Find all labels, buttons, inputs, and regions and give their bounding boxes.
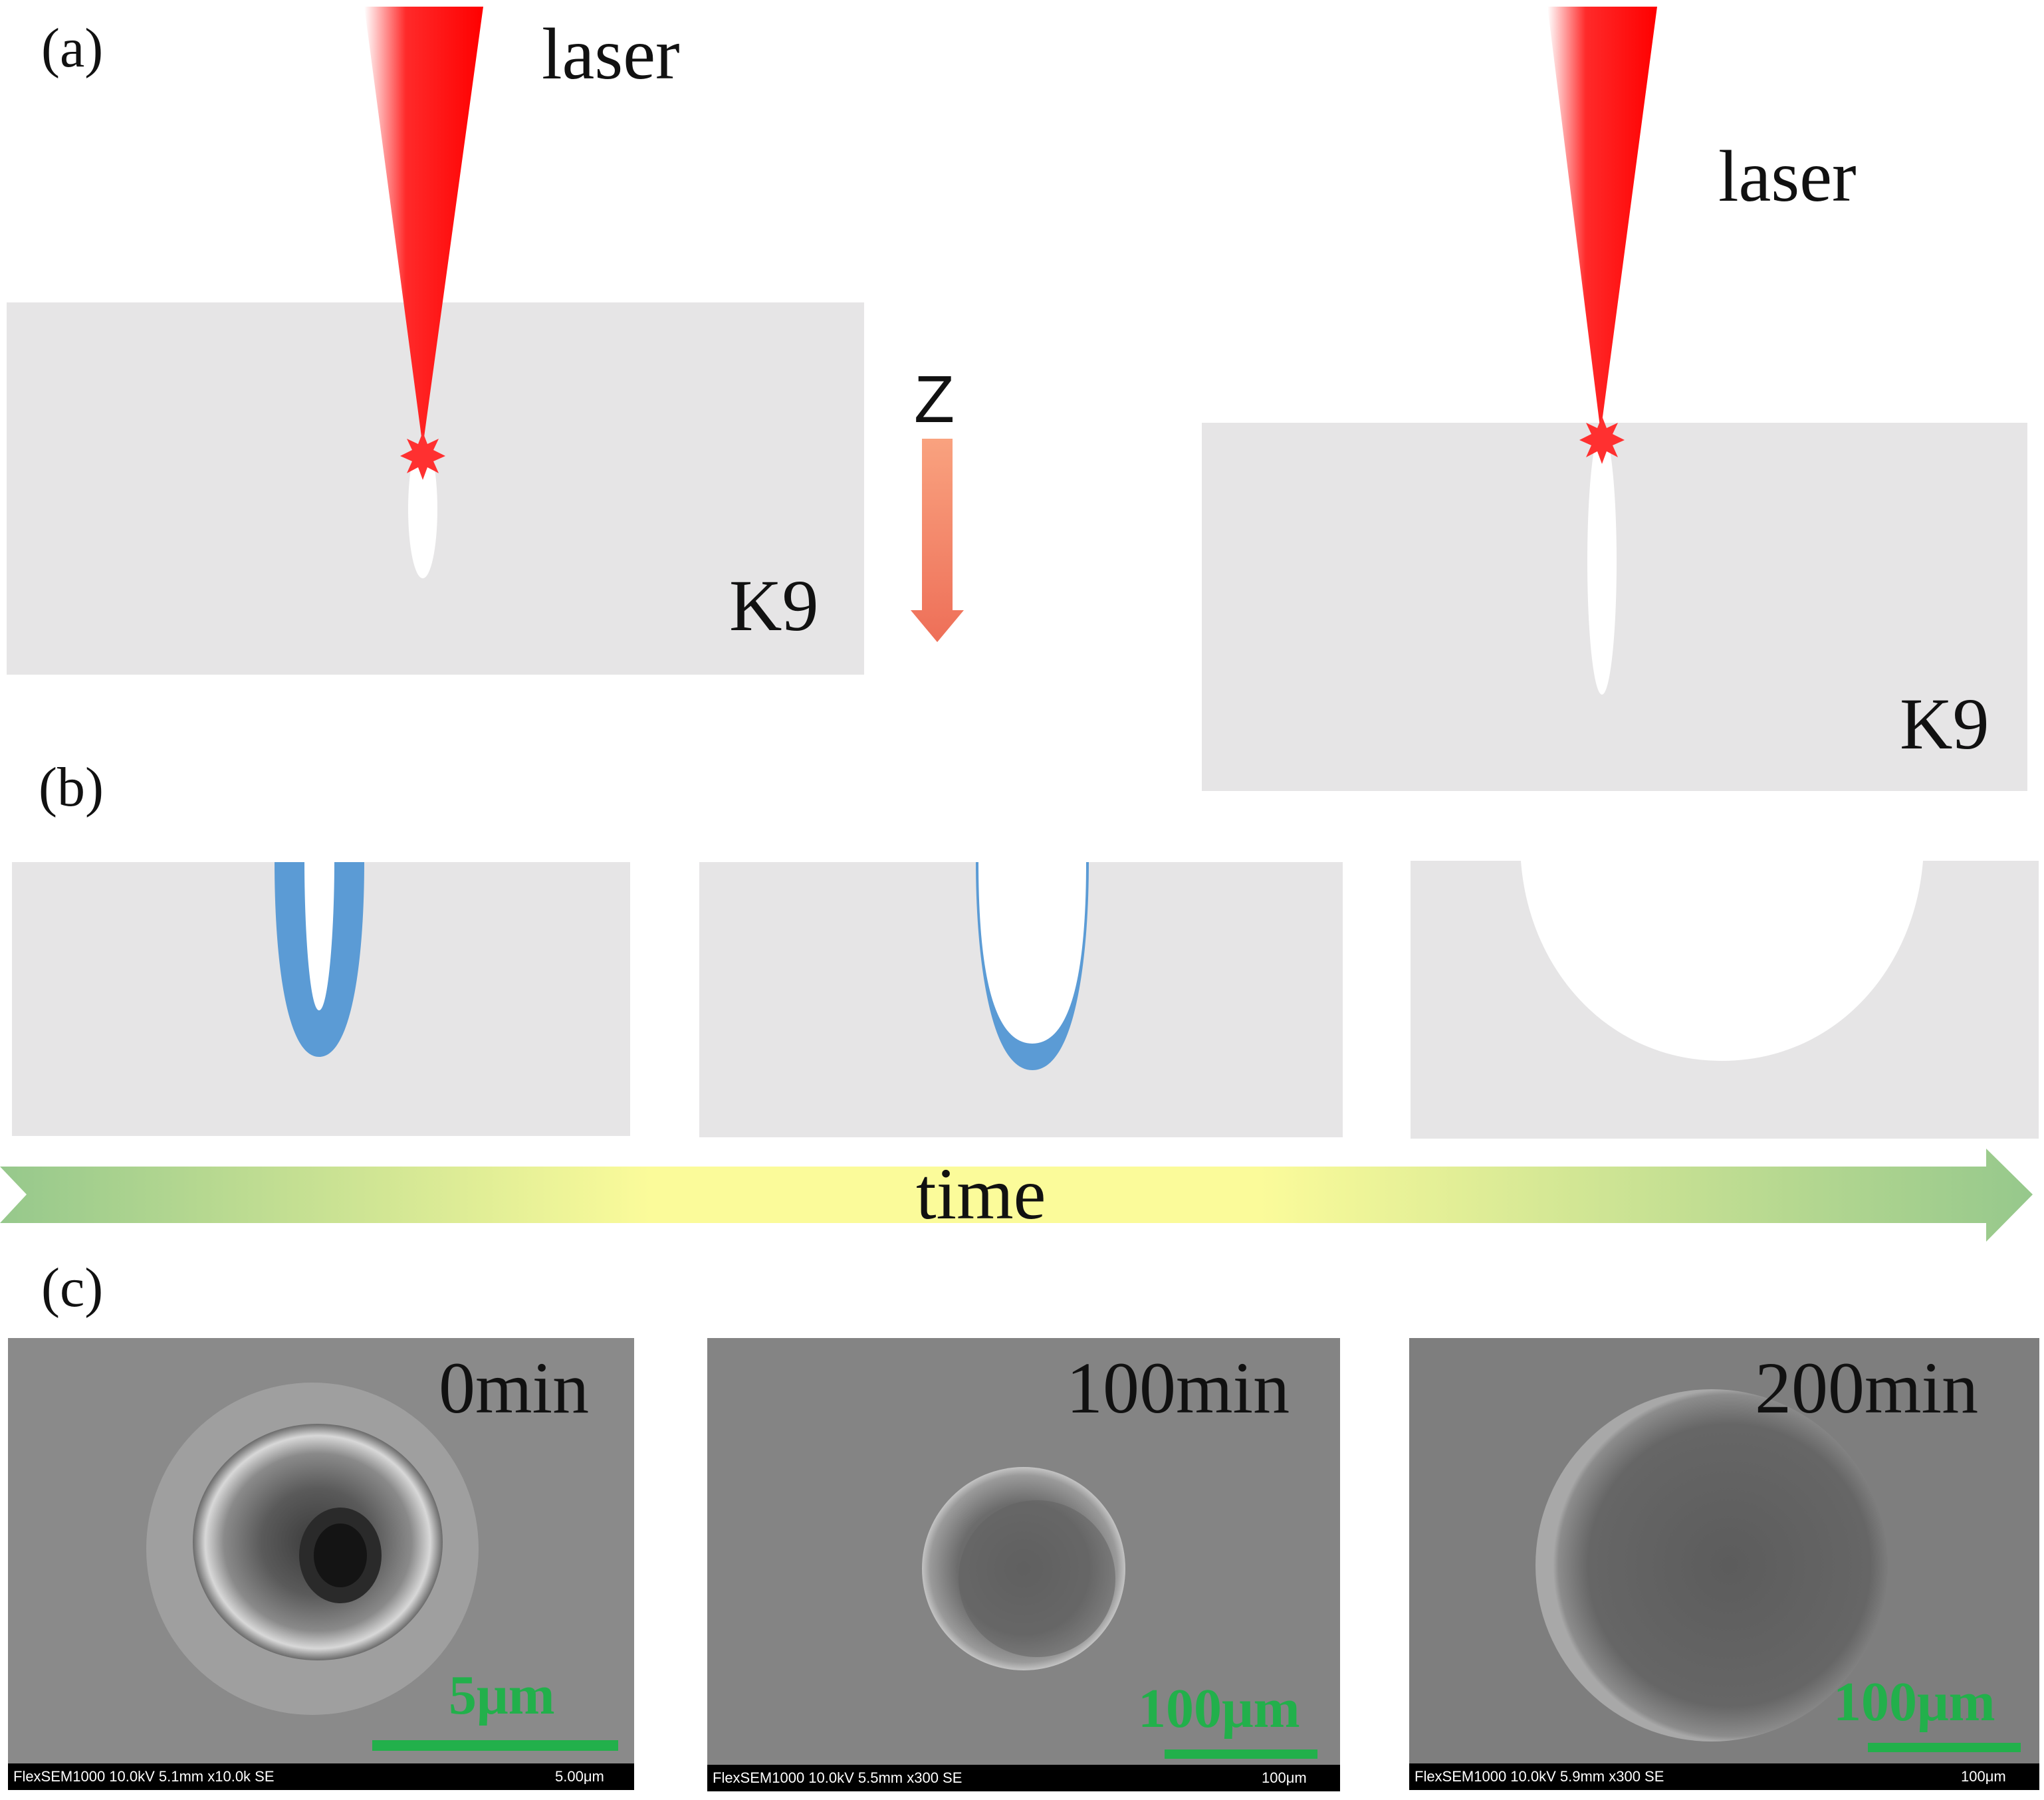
sem-100min-time: 100min bbox=[1066, 1347, 1290, 1428]
material-label-left: K9 bbox=[729, 565, 818, 646]
sem-200min-time: 200min bbox=[1755, 1347, 1978, 1428]
sem-100min-footer-scale: 100μm bbox=[1262, 1769, 1307, 1786]
sem-100min-scale-bar bbox=[1165, 1749, 1317, 1759]
sem-image-100min bbox=[707, 1338, 1340, 1791]
z-axis-label: Z bbox=[914, 362, 955, 437]
sem-0min-scale-label: 5μm bbox=[449, 1664, 555, 1726]
time-label: time bbox=[916, 1153, 1046, 1234]
sem-image-200min bbox=[1409, 1338, 2039, 1790]
sem-0min-footer-scale: 5.00μm bbox=[555, 1768, 604, 1785]
sem-0min-time: 0min bbox=[439, 1347, 589, 1428]
sem-200min-scale-label: 100μm bbox=[1833, 1671, 1995, 1733]
sem-0min-footer: FlexSEM1000 10.0kV 5.1mm x10.0k SE bbox=[13, 1768, 275, 1785]
modified-channel-left bbox=[408, 440, 437, 578]
sem-image-0min bbox=[8, 1338, 634, 1790]
modified-channel-right bbox=[1587, 429, 1617, 695]
z-axis-arrow bbox=[911, 439, 964, 642]
panel-c-label: (c) bbox=[41, 1257, 103, 1319]
focal-spot-right bbox=[1579, 416, 1625, 464]
sem-0min-scale-bar bbox=[372, 1740, 618, 1751]
laser-beam-right bbox=[1547, 7, 1657, 432]
sem-100min-scale-label: 100μm bbox=[1138, 1678, 1300, 1740]
material-label-right: K9 bbox=[1900, 683, 1989, 764]
panel-b-label: (b) bbox=[39, 756, 104, 818]
time-arrow bbox=[0, 1149, 2033, 1242]
sem-200min-scale-bar bbox=[1868, 1743, 2021, 1752]
etch-stage-1-channel bbox=[304, 862, 334, 1010]
laser-label-right: laser bbox=[1718, 136, 1857, 217]
etch-stage-3-cavity bbox=[1521, 861, 1923, 1061]
etch-stage-2-cavity bbox=[978, 862, 1086, 1044]
sem-100min-footer: FlexSEM1000 10.0kV 5.5mm x300 SE bbox=[713, 1769, 962, 1786]
laser-label-left: laser bbox=[542, 13, 680, 94]
focal-spot-left bbox=[400, 432, 445, 480]
sem-200min-footer-scale: 100μm bbox=[1961, 1768, 2006, 1785]
panel-a-label: (a) bbox=[41, 17, 103, 79]
sem-200min-footer: FlexSEM1000 10.0kV 5.9mm x300 SE bbox=[1415, 1768, 1664, 1785]
laser-beam-left bbox=[364, 7, 483, 447]
